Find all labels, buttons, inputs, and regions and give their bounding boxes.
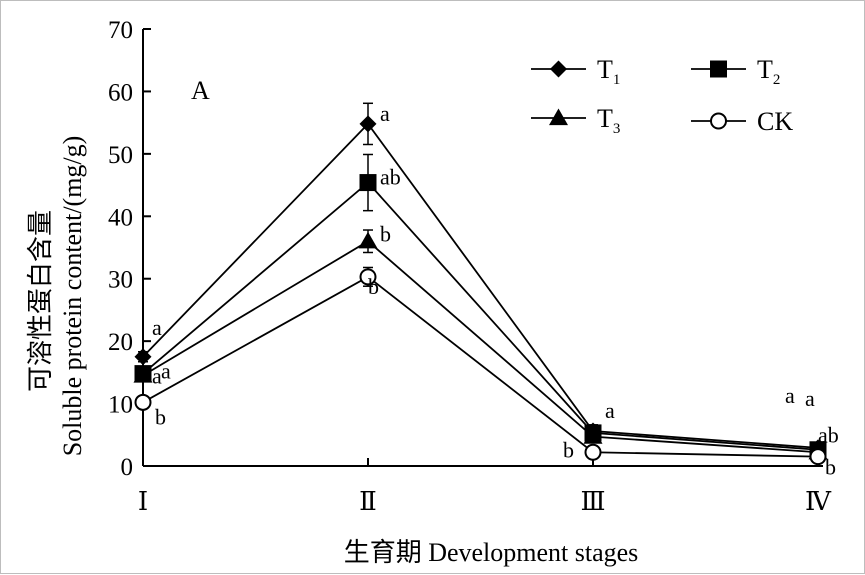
legend-marker [549,108,568,126]
significance-letter: a [152,315,162,340]
data-point [134,348,152,366]
significance-letter: ab [818,422,839,447]
significance-letter: a [605,398,615,423]
x-tick-label: Ⅱ [359,487,377,516]
axes [142,29,823,467]
significance-letter: a [152,364,162,389]
data-point [583,427,603,444]
series-line [142,240,819,454]
legend-label: T1 [597,55,620,88]
y-tick-label: 0 [121,454,134,481]
significance-letter: b [368,274,379,299]
legend-label: T2 [757,55,780,88]
significance-letter: b [563,437,574,462]
series-line [142,181,819,451]
series-line [142,275,819,458]
legend-marker [550,60,567,78]
y-tick-label: 60 [108,79,133,106]
y-axis-label-cn: 可溶性蛋白含量 [26,210,55,392]
x-tick-label: Ⅰ [138,487,148,516]
y-axis-ticks: 0 10 20 30 40 50 60 70 [108,17,151,481]
data-point [809,448,827,466]
significance-letter: b [825,455,836,480]
y-tick-label: 50 [108,142,133,169]
legend-label: T3 [597,104,620,137]
significance-letter: a [380,101,390,126]
y-axis-label-en-group: Soluble protein content/(mg/g) [58,136,87,457]
x-tick-label: Ⅲ [580,487,605,516]
y-tick-label: 40 [108,204,133,231]
error-bars [138,102,823,460]
data-point [359,115,377,133]
x-axis-ticks: Ⅰ Ⅱ Ⅲ Ⅳ [138,458,832,516]
y-tick-label: 70 [108,17,133,44]
data-point [359,174,377,192]
data-point [359,268,377,286]
y-axis-label-en: Soluble protein content/(mg/g) [58,136,87,457]
series-lines [142,122,819,458]
data-point [584,443,602,461]
data-point [358,231,378,249]
data-point [133,365,153,383]
y-tick-label: 30 [108,267,133,294]
significance-letter: a [805,386,815,411]
legend-label-subscript: 2 [773,72,781,88]
significance-letter: ab [380,165,401,190]
significance-letter: a [161,358,171,383]
legend-label: CK [757,107,793,136]
series-line [142,122,819,449]
data-point [134,393,152,411]
legend-marker [710,60,727,78]
significance-letter: b [155,404,166,429]
legend-marker [710,112,727,130]
panel-label: A [191,76,210,105]
legend-label-subscript: 1 [613,72,621,88]
significance-letter: b [380,221,391,246]
significance-letter: a [785,383,795,408]
y-axis-label-group: 可溶性蛋白含量 [26,210,55,392]
x-axis-label: 生育期 Development stages [344,538,639,567]
y-tick-label: 10 [108,392,133,419]
y-tick-label: 20 [108,329,133,356]
legend-label-subscript: 3 [613,121,621,137]
x-tick-label: Ⅳ [805,487,832,516]
series-markers [133,115,828,466]
